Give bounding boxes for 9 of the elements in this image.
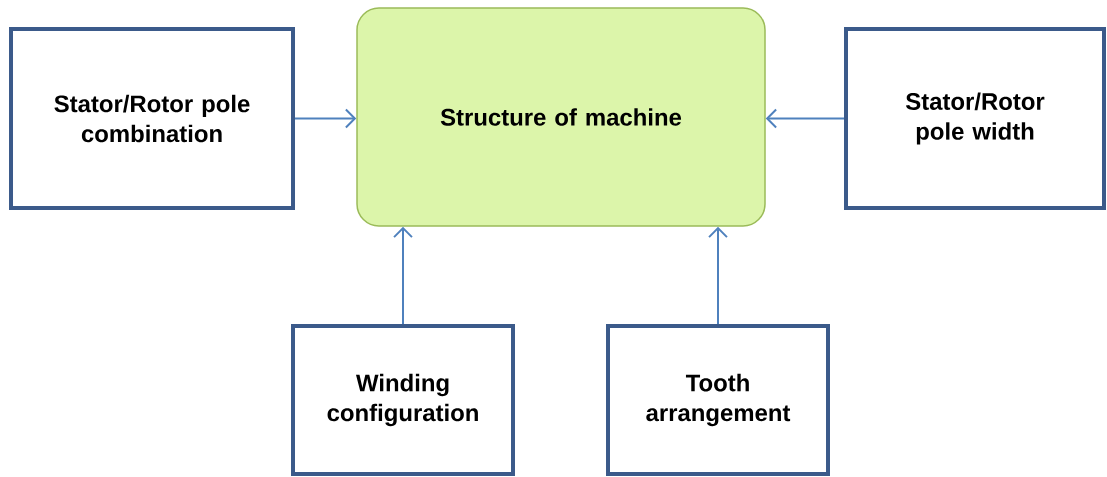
arrow [294,108,357,129]
rounded-box: Structure of machine [356,7,766,227]
input-box: Winding configuration [291,324,515,476]
input-box: Stator/Rotor pole combination [9,27,295,210]
input-box: Tooth arrangement [606,324,830,476]
arrow [708,226,728,325]
input-box: Stator/Rotor pole width [844,27,1106,210]
arrow [393,226,413,325]
arrow [765,108,845,129]
